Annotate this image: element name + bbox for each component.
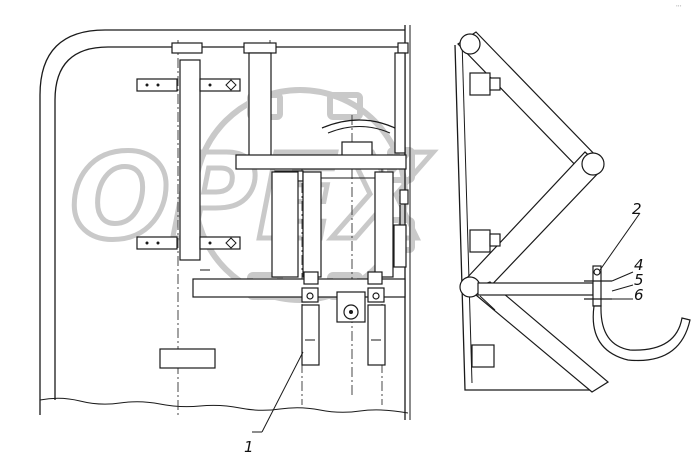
callout-4: 4 [634, 256, 644, 274]
top-pivot [459, 33, 481, 55]
lower-pivot [459, 276, 481, 298]
bottom-block [159, 348, 216, 369]
callout-2: 2 [632, 200, 642, 218]
curved-support [321, 119, 396, 129]
hook-rod [477, 282, 594, 296]
hook [592, 305, 691, 362]
side-panel-outline [454, 44, 595, 391]
upper-strut [457, 31, 601, 176]
middle-strut [464, 151, 604, 295]
callout-5: 5 [634, 271, 644, 289]
side-bracket [469, 72, 491, 96]
front-view [39, 25, 411, 420]
crossbar [235, 154, 407, 170]
side-view [454, 31, 691, 393]
callout-1: 1 [244, 438, 254, 455]
cab-bottom-edge [39, 397, 409, 414]
cab-outline [39, 29, 405, 415]
clamp-leg [301, 304, 320, 366]
corner-mark: ⋅⋅⋅ [676, 3, 682, 10]
callout-6: 6 [634, 286, 644, 304]
middle-pivot [581, 152, 605, 176]
